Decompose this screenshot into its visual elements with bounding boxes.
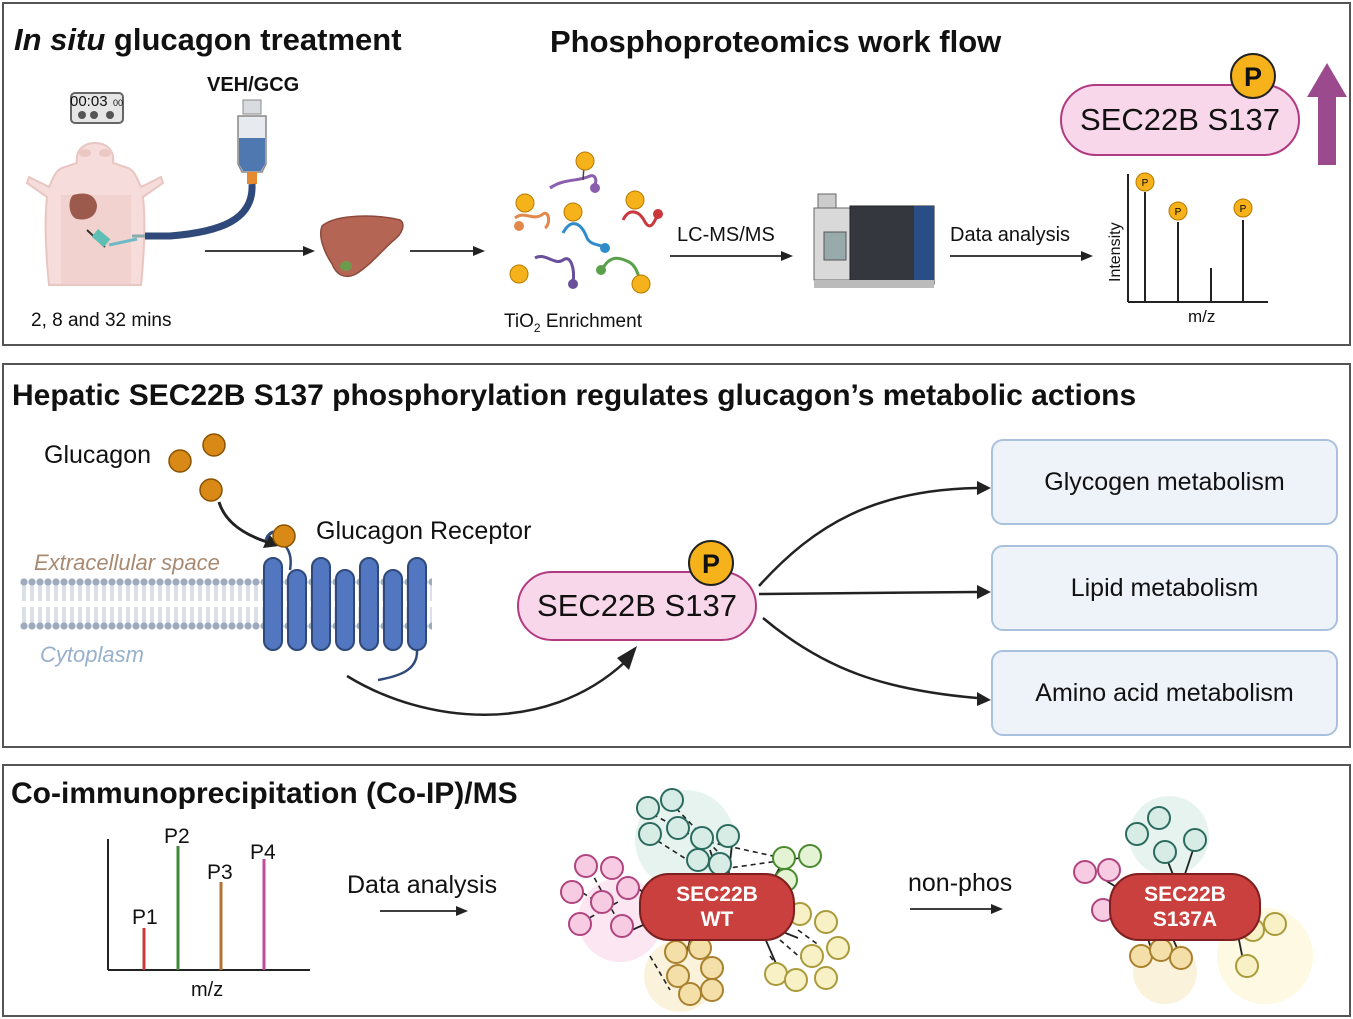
mouse-icon [25, 141, 165, 286]
peak-label-p3: P3 [207, 861, 233, 884]
arrow-to-receptor [217, 501, 279, 548]
glucagon-molecules-icon [168, 433, 226, 502]
arrow-to-enrichment [410, 246, 485, 256]
phosphopeptides-icon [509, 151, 663, 294]
coip-xlabel: m/z [191, 979, 224, 1001]
peak-label-p4: P4 [250, 841, 276, 864]
membrane-receptor-icon [20, 524, 432, 682]
glucagon-label: Glucagon [44, 441, 152, 469]
times-label: 2, 8 and 32 mins [31, 310, 172, 331]
phospho-letter-top: P [1244, 62, 1262, 92]
infusion-label: VEH/GCG [207, 74, 300, 96]
arrow-lcms [670, 251, 793, 261]
receptor-label: Glucagon Receptor [316, 517, 532, 545]
outcome-glycogen: Glycogen metabolism [991, 439, 1338, 525]
mass-spectrometer-icon [813, 193, 935, 288]
extracellular-label: Extracellular space [34, 550, 220, 575]
outcome-lipid: Lipid metabolism [991, 545, 1338, 631]
arrow-data-analysis-1 [950, 251, 1093, 261]
sec22b-wt-bait: SEC22B WT [639, 873, 795, 941]
liver-icon [320, 215, 404, 278]
phospho-badge-center: P [688, 540, 734, 586]
infusion-bag-icon [132, 99, 267, 240]
data-analysis-label-1: Data analysis [950, 224, 1071, 246]
peak-label-p1: P1 [132, 906, 158, 929]
data-analysis-label-2: Data analysis [347, 871, 498, 899]
timer-text: 00:03 [70, 93, 108, 110]
peak-label-p2: P2 [164, 825, 190, 848]
arrow-to-liver [205, 246, 315, 256]
panel2-title: Hepatic SEC22B S137 phosphorylation regu… [12, 379, 1137, 412]
panel3-title: Co-immunoprecipitation (Co-IP)/MS [11, 777, 518, 810]
svg-text:P: P [1240, 204, 1247, 215]
phospho-letter-center: P [702, 549, 720, 579]
workflow-title: Phosphoproteomics work flow [550, 24, 1002, 59]
arrow-nonphos [910, 904, 1003, 914]
cytoplasm-label: Cytoplasm [40, 642, 144, 667]
outcome-arrows [758, 481, 991, 706]
enrichment-label: TiO2 Enrichment [504, 311, 642, 335]
timer-icon: 00:03 00 [70, 92, 124, 124]
svg-text:P: P [1142, 178, 1149, 189]
arrow-data-analysis-2 [380, 906, 468, 916]
spectrum-xlabel: m/z [1188, 307, 1216, 326]
enrichment-sub: 2 [533, 320, 541, 335]
panel1-title-rest: glucagon treatment [105, 22, 402, 57]
spectrum-ylabel: Intensity [1107, 222, 1124, 282]
coip-spectrum-chart: P1 P2 P3 P4 [107, 825, 310, 971]
svg-text:P: P [1175, 207, 1182, 218]
mut-line1: SEC22B [1144, 883, 1226, 906]
mut-line2: S137A [1152, 908, 1218, 931]
timer-text-small: 00 [113, 98, 124, 108]
phospho-badge-top: P [1230, 53, 1276, 99]
panel-phosphoproteomics [2, 2, 1351, 346]
enrichment-post: Enrichment [540, 311, 642, 332]
nonphos-label: non-phos [908, 869, 1013, 897]
up-arrow-icon [1307, 63, 1347, 165]
panel1-title-italic: In situ [14, 22, 106, 57]
panel1-title: In situ glucagon treatment [14, 22, 402, 58]
lcms-label: LC-MS/MS [677, 224, 775, 246]
arrow-to-sec22b [346, 646, 637, 716]
sec22b-s137a-bait: SEC22B S137A [1109, 873, 1261, 941]
enrichment-pre: TiO [504, 311, 534, 332]
wt-line1: SEC22B [676, 883, 758, 906]
wt-line2: WT [700, 908, 734, 931]
outcome-amino-acid: Amino acid metabolism [991, 650, 1338, 736]
spectrum-chart: P P P Intensity [1107, 172, 1268, 303]
